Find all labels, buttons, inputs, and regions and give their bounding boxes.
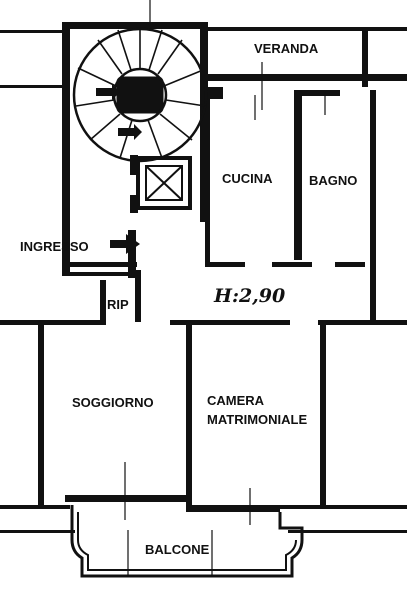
wall-kitchen-left	[205, 87, 210, 267]
balcony-rail-top	[0, 530, 75, 533]
wall-kitchen-bottom-b	[272, 262, 312, 267]
wall-top-left-inner	[0, 85, 62, 88]
room-label-cucina: CUCINA	[222, 171, 273, 186]
room-label-balcone: BALCONE	[145, 542, 210, 557]
wall-living-left	[38, 322, 44, 507]
wall-veranda-top	[208, 27, 407, 31]
room-label-bagno: BAGNO	[309, 173, 357, 188]
wall-bedroom-right	[320, 322, 326, 507]
room-label-rip: RIP	[107, 297, 129, 312]
spiral-staircase	[72, 27, 208, 163]
ceiling-height-label: H:2,90	[213, 285, 285, 307]
wall-entry-stub-a	[62, 262, 137, 267]
wall-stair-left	[62, 22, 70, 272]
wall-stair-right	[200, 22, 208, 222]
wall-corridor-bottom-mid	[170, 320, 290, 325]
entrance-arrow	[110, 234, 140, 254]
wall-rip-left	[100, 280, 106, 325]
wall-kitchen-bottom-a	[205, 262, 245, 267]
room-label-soggiorno: SOGGIORNO	[72, 395, 154, 410]
wall-bottom-living	[65, 495, 190, 502]
elevator-shaft	[130, 155, 192, 213]
wall-bath-bottom	[335, 262, 365, 267]
wall-bottom-bedroom	[190, 505, 280, 512]
wall-entry-right	[128, 230, 136, 278]
wall-bottom-right	[280, 505, 407, 509]
wall-top-left	[0, 30, 62, 33]
wall-corridor-bottom-left	[0, 320, 105, 325]
room-label-ingresso: INGRESSO	[20, 239, 89, 254]
room-label-camera-line1: CAMERA	[207, 393, 265, 408]
wall-right-outer	[370, 90, 376, 320]
wall-stair-top	[62, 22, 207, 29]
room-label-camera-line2: MATRIMONIALE	[207, 412, 307, 427]
room-label-veranda: VERANDA	[254, 41, 319, 56]
wall-rip-right	[135, 270, 141, 322]
wall-entry-stub-b	[62, 272, 137, 276]
balcony-outline	[70, 505, 304, 578]
walls	[0, 22, 407, 533]
wall-veranda-bottom	[208, 74, 407, 81]
wall-kitchen-bath	[294, 90, 302, 260]
door-lines	[124, 0, 326, 576]
wall-veranda-right	[362, 27, 368, 87]
wall-living-bedroom	[186, 322, 192, 512]
balcony-rail-top-right	[288, 530, 407, 533]
wall-corridor-bottom-right	[318, 320, 407, 325]
wall-bottom-left	[0, 505, 70, 509]
balcony-outline-inner	[77, 512, 297, 571]
wall-bath-top-step	[300, 90, 340, 96]
